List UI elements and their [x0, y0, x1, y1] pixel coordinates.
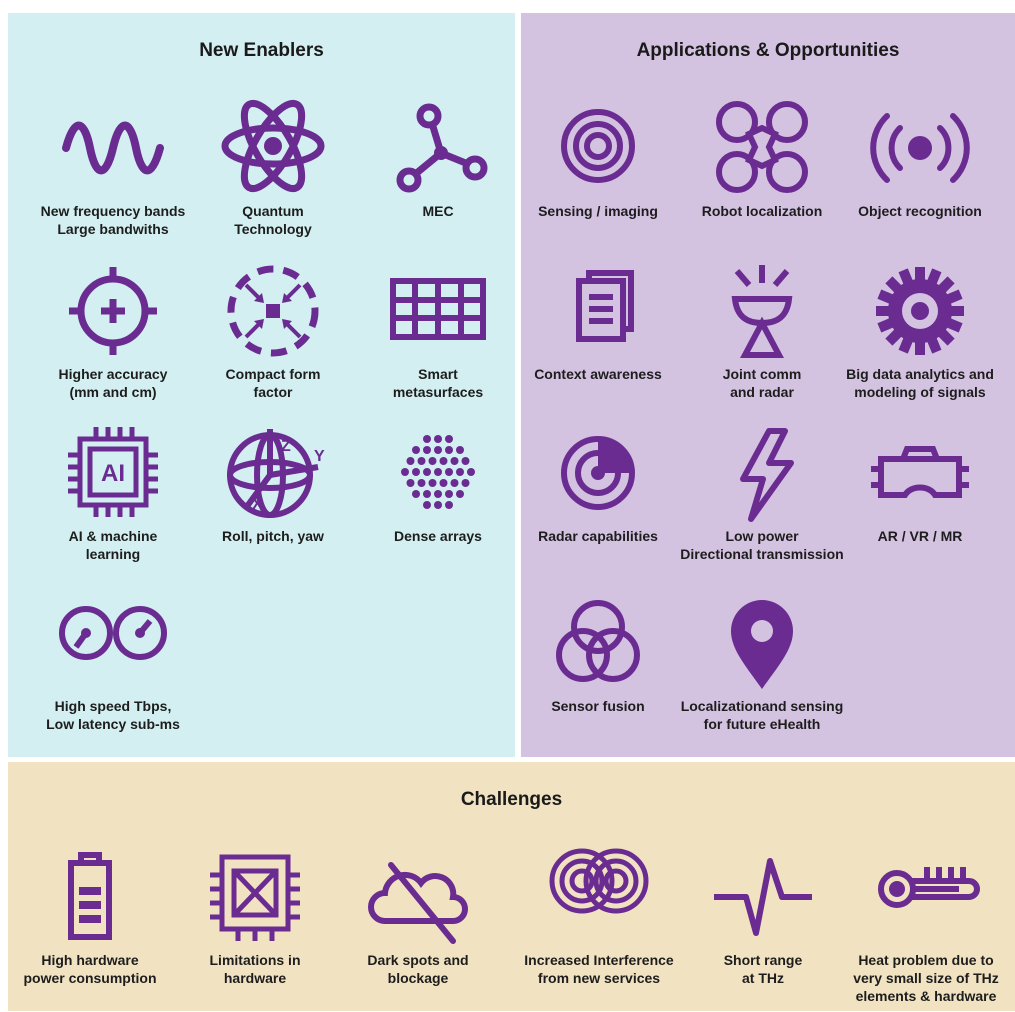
compact-arrows-icon: [227, 265, 319, 357]
map-pin-icon: [731, 600, 793, 689]
app-sensor-fusion: Sensor fusion: [513, 593, 683, 715]
enabler-frequency-bands: New frequency bands Large bandwiths: [28, 98, 198, 238]
app-localization-ehealth: Localizationand sensing for future eHeal…: [677, 593, 847, 733]
enabler-label: AI & machine learning: [68, 528, 158, 562]
challenge-label: Short range at THz: [723, 952, 803, 986]
enabler-label: Roll, pitch, yaw: [222, 528, 324, 544]
enabler-label: Higher accuracy (mm and cm): [58, 366, 168, 400]
challenge-label: Dark spots and blockage: [367, 952, 469, 986]
gear-icon: [876, 267, 964, 355]
axis-z-label: Z: [281, 438, 291, 455]
app-big-data: Big data analytics and modeling of signa…: [835, 261, 1005, 401]
enabler-quantum: Quantum Technology: [188, 98, 358, 238]
enabler-accuracy: Higher accuracy (mm and cm): [28, 261, 198, 401]
enabler-ai: AI AI & machine learning: [28, 423, 198, 563]
ai-chip-text: AI: [101, 460, 125, 487]
ai-chip-icon: AI: [68, 427, 158, 517]
crosshair-plus-icon: [69, 267, 157, 355]
challenge-label: Limitations in hardware: [209, 952, 301, 986]
vr-headset-icon: [871, 446, 969, 498]
enablers-title: New Enablers: [199, 40, 324, 61]
atom-icon: [221, 99, 325, 193]
challenge-heat: Heat problem due to very small size of T…: [841, 847, 1011, 1005]
broadcast-signal-icon: [870, 113, 970, 183]
app-robot-localization: Robot localization: [677, 98, 847, 220]
challenge-power-consumption: High hardware power consumption: [5, 847, 175, 987]
documents-icon: [576, 270, 634, 342]
app-label: Robot localization: [701, 203, 823, 219]
app-label: AR / VR / MR: [877, 528, 963, 544]
challenge-label: High hardware power consumption: [23, 952, 157, 986]
enabler-label: New frequency bands Large bandwiths: [40, 203, 186, 237]
concentric-target-icon: [561, 109, 635, 183]
wave-icon: [62, 121, 164, 175]
app-label: Context awareness: [534, 366, 662, 382]
lightning-icon: [740, 428, 794, 522]
venn-circles-icon: [556, 600, 640, 682]
applications-title: Applications & Opportunities: [636, 40, 900, 61]
app-sensing-imaging: Sensing / imaging: [513, 98, 683, 220]
enabler-dense-arrays: Dense arrays: [353, 423, 523, 545]
radar-dish-icon: [731, 265, 793, 358]
radar-sweep-icon: [561, 436, 635, 510]
app-label: Radar capabilities: [538, 528, 658, 544]
pulse-signal-icon: [714, 858, 812, 936]
axis-x-label: X: [252, 496, 263, 513]
challenge-short-range: Short range at THz: [678, 847, 848, 987]
applications-panel: Applications & Opportunities Sensing / i…: [521, 13, 1015, 757]
app-label: Object recognition: [858, 203, 982, 219]
enabler-label: High speed Tbps, Low latency sub-ms: [46, 698, 180, 732]
challenge-label: Increased Interference from new services: [524, 952, 674, 986]
speed-gauges-icon: [59, 606, 167, 660]
enabler-label: Smart metasurfaces: [392, 366, 484, 400]
app-label: Sensor fusion: [551, 698, 645, 714]
app-label: Low power Directional transmission: [680, 528, 844, 562]
app-low-power: Low power Directional transmission: [677, 423, 847, 563]
enabler-compact: Compact form factor: [188, 261, 358, 401]
challenge-label: Heat problem due to very small size of T…: [853, 952, 999, 1004]
thermometer-icon: [878, 867, 980, 908]
drone-icon: [716, 101, 808, 193]
app-context-awareness: Context awareness: [513, 261, 683, 383]
challenge-hardware-limits: Limitations in hardware: [170, 847, 340, 987]
challenge-interference: Increased Interference from new services: [514, 847, 684, 987]
gyro-axes-icon: Z Y X: [227, 429, 325, 518]
enabler-mec: MEC: [353, 98, 523, 220]
app-label: Joint comm and radar: [722, 366, 802, 400]
enabler-label: Dense arrays: [394, 528, 482, 544]
enabler-roll-pitch-yaw: Z Y X Roll, pitch, yaw: [188, 423, 358, 545]
app-label: Big data analytics and modeling of signa…: [846, 366, 994, 400]
battery-icon: [68, 852, 112, 940]
app-label: Localizationand sensing for future eHeal…: [680, 698, 844, 732]
grid-panel-icon: [390, 278, 486, 340]
chip-crossed-icon: [210, 854, 300, 941]
challenges-panel: Challenges High hardware power consumpti…: [8, 762, 1015, 1011]
dot-array-icon: [401, 435, 475, 509]
enabler-label: Quantum Technology: [234, 203, 312, 237]
app-label: Sensing / imaging: [538, 203, 658, 219]
enabler-speed: High speed Tbps, Low latency sub-ms: [28, 593, 198, 733]
challenge-dark-spots: Dark spots and blockage: [333, 847, 503, 987]
network-nodes-icon: [396, 103, 488, 193]
app-joint-comm-radar: Joint comm and radar: [677, 261, 847, 401]
app-radar-capabilities: Radar capabilities: [513, 423, 683, 545]
app-ar-vr-mr: AR / VR / MR: [835, 423, 1005, 545]
enabler-metasurfaces: Smart metasurfaces: [353, 261, 523, 401]
app-object-recognition: Object recognition: [835, 98, 1005, 220]
enabler-label: Compact form factor: [225, 366, 321, 400]
interference-rings-icon: [549, 848, 649, 914]
cloud-blocked-icon: [368, 862, 468, 944]
axis-y-label: Y: [314, 448, 325, 465]
challenges-title: Challenges: [460, 789, 563, 810]
enabler-label: MEC: [422, 203, 454, 219]
enablers-panel: New Enablers New frequency bands Large b…: [8, 13, 515, 757]
